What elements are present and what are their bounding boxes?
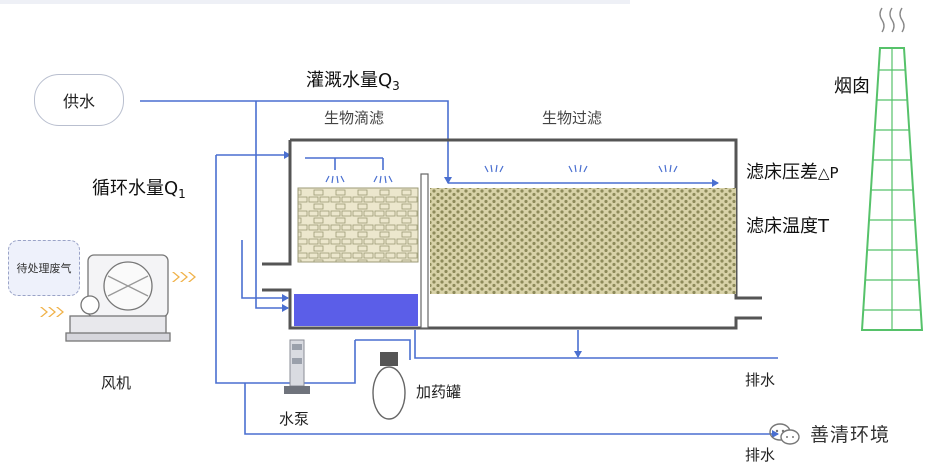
header-strip: [0, 0, 630, 4]
brand-watermark: 善清环境: [768, 420, 890, 447]
water-sump: [294, 294, 418, 326]
recirculation-pipe: [215, 155, 356, 384]
wechat-logo-icon: [769, 422, 800, 445]
fan-label: 风机: [101, 374, 132, 392]
supply-pipe: [140, 100, 452, 184]
fan-icon: [65, 254, 171, 342]
gas-flow-chevrons: [40, 272, 196, 317]
dosing-tank-label: 加药罐: [416, 383, 462, 401]
pump-label: 水泵: [279, 410, 310, 428]
dosing-pipe: [355, 339, 411, 360]
gas-inlet-pipe: [241, 240, 289, 302]
bed-temperature-label: 滤床温度T: [746, 216, 829, 237]
drain-pipe-1: [414, 330, 778, 359]
waste-gas-box: 待处理废气: [8, 240, 80, 296]
supply-water-label: 供水: [62, 92, 95, 111]
brand-label: 善清环境: [810, 424, 891, 446]
biofilter-packing: [430, 188, 736, 294]
divider-wall: [420, 173, 429, 329]
drain-label-2: 排水: [745, 446, 776, 464]
trickling-packing: [297, 187, 419, 263]
recirculation-flow-label: 循环水量Q1: [92, 178, 186, 201]
pump-icon: [284, 339, 310, 394]
chimney-icon: [860, 7, 924, 331]
chimney-label: 烟囱: [834, 76, 870, 97]
supply-water-node: 供水: [34, 74, 124, 126]
drain-label-1: 排水: [745, 371, 776, 389]
bed-pressure-label: 滤床压差△P: [746, 162, 839, 183]
biofiltration-label: 生物过滤: [542, 109, 603, 127]
pipe-network: [140, 100, 779, 438]
smoke-wave-icon: [879, 7, 905, 33]
reactor-vessel: [262, 138, 762, 330]
biotrickling-label: 生物滴滤: [324, 109, 385, 127]
dosing-tank-icon: [372, 352, 406, 420]
drain-pipe-2: [244, 383, 779, 438]
irrigation-flow-label: 灌溉水量Q3: [306, 70, 400, 93]
spray-nozzle-icon: [325, 164, 678, 184]
waste-gas-label: 待处理废气: [16, 262, 72, 275]
supply-branch-pipe: [255, 101, 289, 312]
